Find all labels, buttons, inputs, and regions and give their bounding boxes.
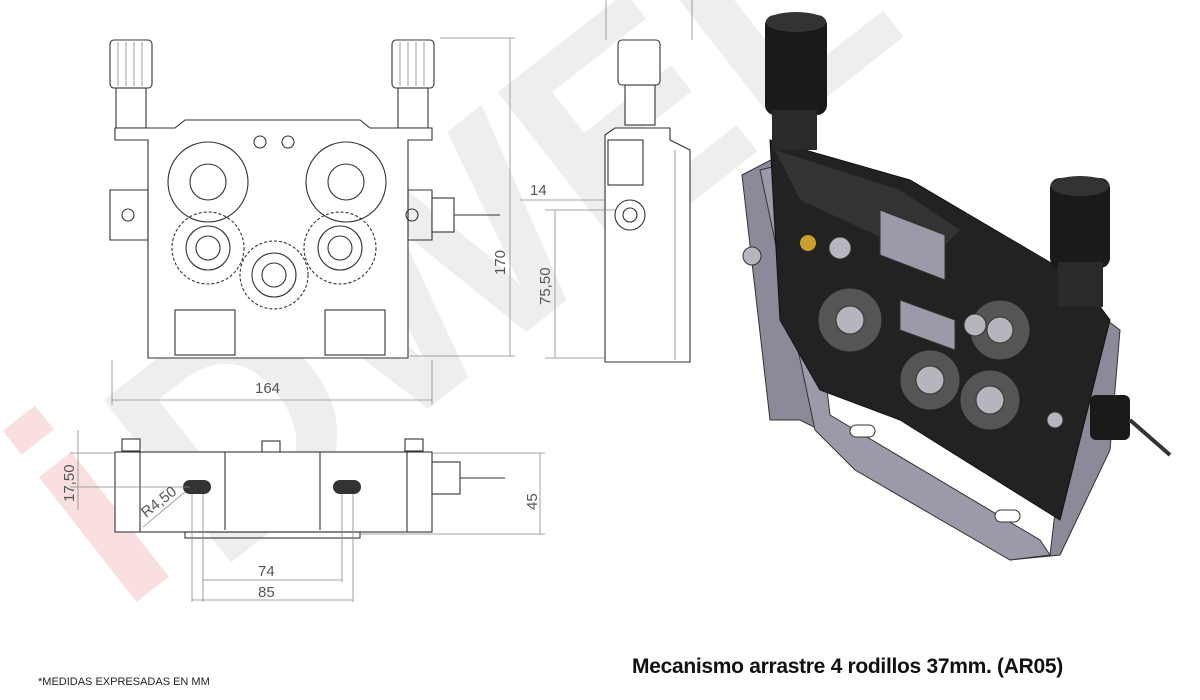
dim-slot-inner: 74 (258, 563, 275, 580)
front-view (109, 39, 500, 359)
dim-side-height: 75,50 (537, 267, 554, 305)
dim-front-width: 164 (255, 380, 280, 397)
bottom-dimensions (70, 430, 545, 602)
front-dimensions (111, 37, 515, 405)
dim-bottom-height: 45 (524, 493, 541, 510)
units-note: *MEDIDAS EXPRESADAS EN MM (38, 676, 210, 688)
isometric-render (741, 12, 1172, 561)
dim-bottom-offset: 17,50 (61, 464, 78, 502)
side-view (604, 0, 693, 363)
dim-front-height: 170 (492, 250, 509, 275)
dim-side-offset: 14 (530, 182, 547, 199)
side-dimensions (520, 199, 615, 359)
dim-slot-outer: 85 (258, 584, 275, 601)
bottom-view (114, 438, 505, 539)
product-title: Mecanismo arrastre 4 rodillos 37mm. (AR0… (632, 655, 1063, 678)
